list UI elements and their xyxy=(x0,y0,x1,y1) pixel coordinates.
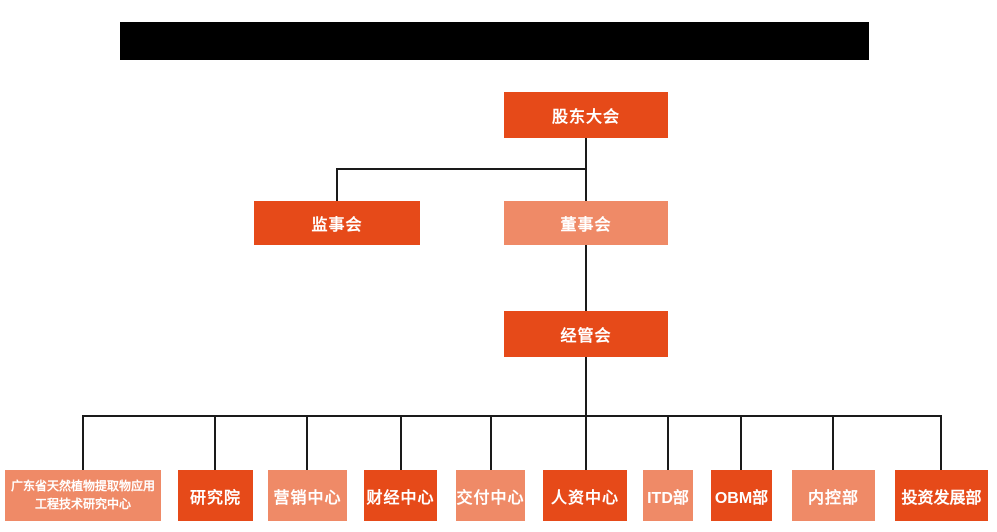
node-dept-investment-development: 投资发展部 xyxy=(895,470,988,521)
node-board-of-directors: 董事会 xyxy=(504,201,668,245)
connector-board-to-management xyxy=(585,245,587,311)
redacted-title-bar xyxy=(120,22,869,60)
connector-root-to-board xyxy=(585,137,587,201)
connector-drop-investment xyxy=(940,415,942,470)
connector-drop-internal-control xyxy=(832,415,834,470)
node-dept-itd: ITD部 xyxy=(643,470,693,521)
connector-drop-finance xyxy=(400,415,402,470)
node-label: 监事会 xyxy=(311,217,363,234)
node-label: 广东省天然植物提取物应用工程技术研究中心 xyxy=(10,479,155,511)
node-label: 财经中心 xyxy=(366,489,435,507)
connector-management-to-bus xyxy=(585,357,587,415)
node-label: 内控部 xyxy=(807,489,859,507)
node-label: 投资发展部 xyxy=(901,489,982,507)
node-label: OBM部 xyxy=(714,489,769,507)
connector-drop-marketing xyxy=(306,415,308,470)
node-dept-research-center: 广东省天然植物提取物应用工程技术研究中心 xyxy=(5,470,161,521)
node-management-committee: 经管会 xyxy=(504,311,668,357)
node-dept-obm: OBM部 xyxy=(711,470,772,521)
node-label: 经管会 xyxy=(560,328,612,345)
node-dept-hr-center: 人资中心 xyxy=(543,470,627,521)
node-dept-marketing-center: 营销中心 xyxy=(268,470,347,521)
node-label: 人资中心 xyxy=(550,489,619,507)
connector-drop-itd xyxy=(667,415,669,470)
connector-branch-horizontal xyxy=(336,168,586,170)
connector-drop-delivery xyxy=(490,415,492,470)
node-label: 股东大会 xyxy=(551,109,620,126)
node-dept-internal-control: 内控部 xyxy=(792,470,875,521)
node-label: 董事会 xyxy=(560,217,612,234)
node-label: 营销中心 xyxy=(273,489,342,507)
node-shareholders-meeting: 股东大会 xyxy=(504,92,668,138)
connector-drop-hr xyxy=(585,415,587,470)
node-dept-research-institute: 研究院 xyxy=(178,470,253,521)
node-supervisory-board: 监事会 xyxy=(254,201,420,245)
node-dept-finance-center: 财经中心 xyxy=(364,470,437,521)
node-label: 交付中心 xyxy=(456,489,525,507)
node-label: 研究院 xyxy=(189,489,241,507)
connector-drop-research-institute xyxy=(214,415,216,470)
connector-department-bus xyxy=(82,415,942,417)
connector-drop-obm xyxy=(740,415,742,470)
connector-to-supervisory xyxy=(336,168,338,201)
node-label: ITD部 xyxy=(647,489,689,507)
connector-drop-research-center xyxy=(82,415,84,470)
node-dept-delivery-center: 交付中心 xyxy=(456,470,525,521)
